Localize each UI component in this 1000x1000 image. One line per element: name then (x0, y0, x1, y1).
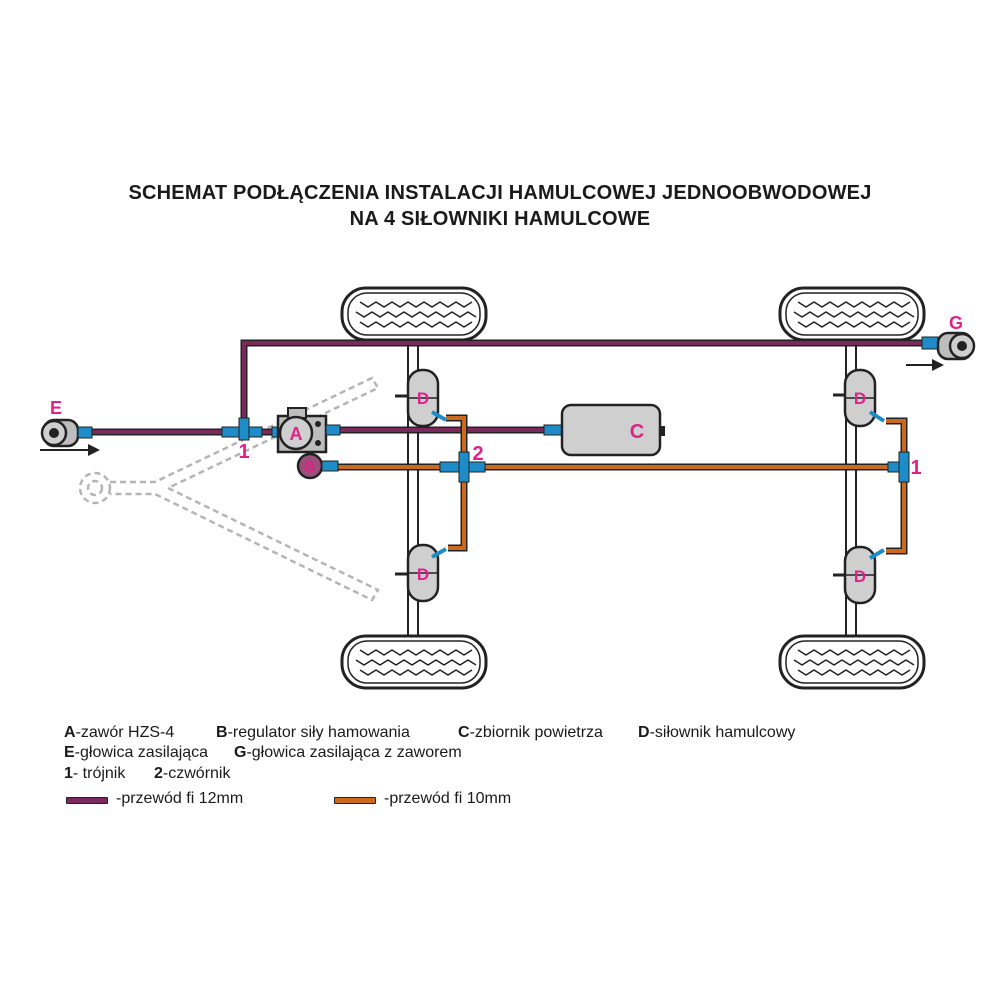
supply-head-E (40, 418, 100, 456)
brake-actuator-front-bottom (395, 543, 447, 603)
legend-text-A: -zawór HZS-4 (75, 724, 175, 741)
tee-fitting-right (887, 451, 910, 483)
air-tank-C (543, 403, 665, 457)
legend-item-C: C-zbiornik powietrza (458, 724, 603, 742)
label-B: B (305, 459, 316, 476)
brake-actuator-front-top (395, 368, 447, 428)
tire-rear-bottom (778, 634, 926, 690)
legend-text-pipe-12mm: -przewód fi 12mm (116, 790, 244, 807)
label-cross: 2 (472, 443, 483, 465)
legend-text-C: -zbiornik powietrza (469, 724, 603, 741)
label-D-rear-top: D (854, 389, 866, 408)
legend-text-pipe-10mm: -przewód fi 10mm (384, 790, 512, 807)
cross-fitting-2 (439, 451, 486, 483)
brake-actuator-rear-bottom (833, 545, 885, 605)
legend-key-2: 2 (154, 765, 163, 782)
label-E: E (50, 398, 62, 418)
legend-text-2: -czwórnik (162, 765, 231, 782)
legend-swatch-pipe-10mm (334, 797, 376, 804)
label-D-front-top: D (417, 389, 429, 408)
supply-head-G-with-valve (906, 331, 976, 371)
legend-item-1: 1- trójnik (64, 765, 125, 783)
legend-key-B: B (216, 724, 228, 741)
tire-front-top (340, 286, 488, 342)
legend-row-1: A-zawór HZS-4 (64, 724, 174, 742)
legend-item-D: D-siłownik hamulcowy (638, 724, 795, 742)
legend-text-D: -siłownik hamulcowy (649, 724, 796, 741)
legend-item-2: 2-czwórnik (154, 765, 230, 783)
tee-fitting-left (221, 417, 263, 441)
legend-text-G: -głowica zasilająca z zaworem (246, 744, 462, 761)
drawbar (78, 376, 380, 602)
legend-key-G: G (234, 744, 247, 761)
legend-key-A: A (64, 724, 76, 741)
label-tee-right: 1 (910, 457, 921, 479)
label-C: C (630, 421, 644, 443)
legend-key-1: 1 (64, 765, 73, 782)
regulator-B (296, 452, 339, 480)
legend-swatch-pipe-12mm (66, 797, 108, 804)
brake-actuator-rear-top (833, 368, 886, 428)
label-D-rear-bottom: D (854, 567, 866, 586)
tire-rear-top (778, 286, 926, 342)
legend-item-B: B-regulator siły hamowania (216, 724, 410, 742)
diagram-title-line2: NA 4 SIŁOWNIKI HAMULCOWE (349, 208, 651, 230)
tire-front-bottom (340, 634, 488, 690)
valve-A-HZS4 (271, 407, 341, 454)
legend-text-B: -regulator siły hamowania (227, 724, 410, 741)
diagram-title-line1: SCHEMAT PODŁĄCZENIA INSTALACJI HAMULCOWE… (128, 182, 872, 204)
pipe-12mm (92, 339, 936, 436)
legend-key-D: D (638, 724, 650, 741)
label-tee-left: 1 (238, 441, 249, 463)
label-G: G (949, 313, 963, 333)
legend-item-E: E-głowica zasilająca (64, 744, 208, 762)
label-D-front-bottom: D (417, 565, 429, 584)
legend-text-1: - trójnik (72, 765, 126, 782)
legend-text-E: -głowica zasilająca (74, 744, 209, 761)
legend-key-E: E (64, 744, 75, 761)
label-A: A (290, 424, 303, 444)
legend-item-G: G-głowica zasilająca z zaworem (234, 744, 462, 762)
legend-key-C: C (458, 724, 470, 741)
